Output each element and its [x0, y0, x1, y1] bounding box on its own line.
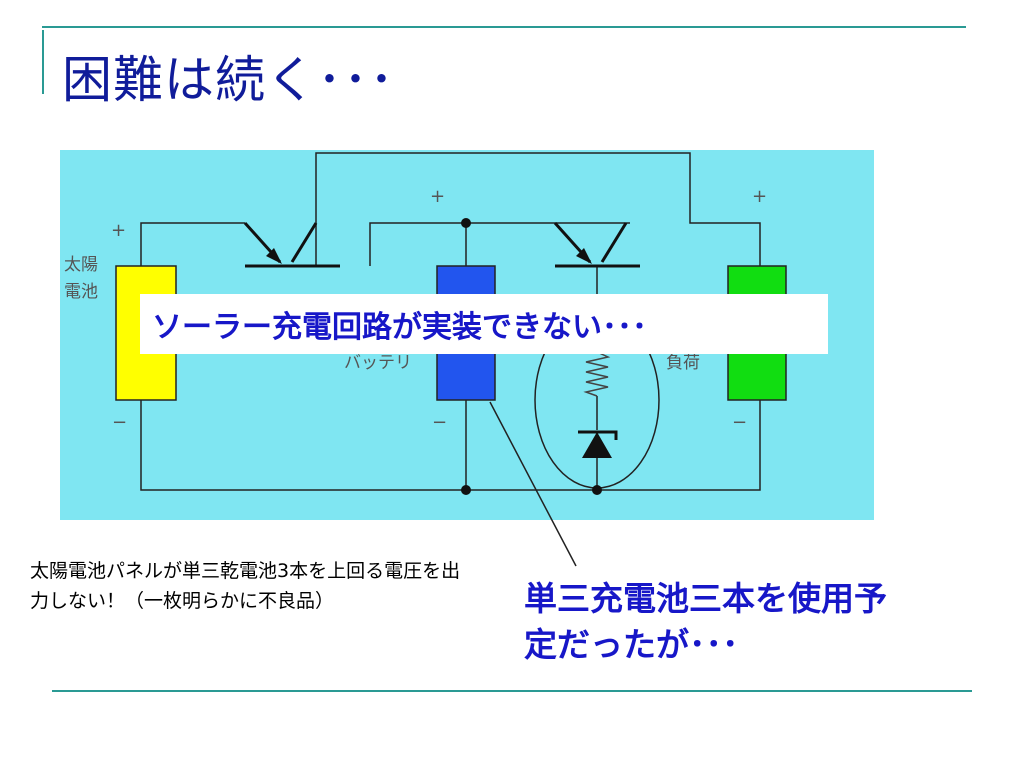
- battery-plan-note: 単三充電池三本を使用予定だったが･･･: [524, 579, 887, 664]
- battery-plus-label: +: [430, 186, 445, 207]
- slide-title: 困難は続く･･･: [62, 51, 395, 109]
- zener-bar: [578, 430, 618, 440]
- warning-banner: ソーラー充電回路が実装できない･･･: [140, 294, 828, 354]
- solar-minus-label: −: [112, 412, 127, 433]
- title-left-rule: [42, 30, 44, 94]
- load-plus-label: +: [752, 186, 767, 207]
- transistor-left-arrow: [266, 248, 282, 264]
- junction-bottom-right: [592, 485, 602, 495]
- junction-bottom-left: [461, 485, 471, 495]
- bottom-rule: [52, 690, 972, 692]
- solar-panel-note: 太陽電池パネルが単三乾電池3本を上回る電圧を出力しない！（一枚明らかに不良品）: [30, 560, 461, 612]
- battery-minus-label: −: [432, 412, 447, 433]
- junction-top: [461, 218, 471, 228]
- transistor-right-arrow: [576, 248, 592, 264]
- warning-banner-text: ソーラー充電回路が実装できない･･･: [152, 310, 647, 345]
- resistor: [583, 351, 611, 397]
- load-label: 負荷: [666, 353, 700, 373]
- load-minus-label: −: [732, 412, 747, 433]
- title-top-rule: [42, 26, 966, 28]
- zener-diode: [582, 432, 612, 458]
- solar-label-line2: 電池: [64, 282, 98, 302]
- solar-plus-label: +: [111, 220, 126, 241]
- solar-label-line1: 太陽: [64, 255, 98, 275]
- battery-label: バッテリ: [344, 353, 412, 373]
